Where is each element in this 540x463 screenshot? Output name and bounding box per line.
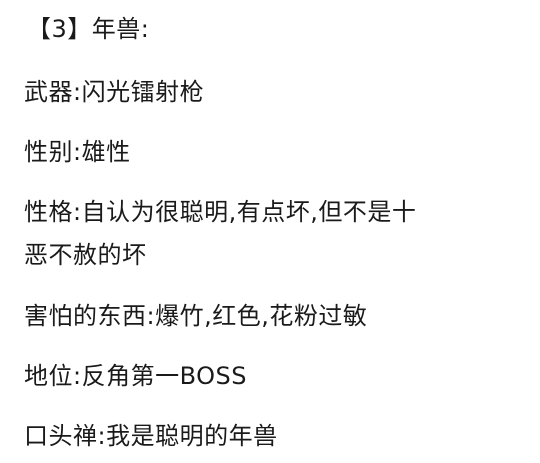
- personality-line-continued: 恶不赦的坏: [24, 241, 147, 269]
- fears-line: 害怕的东西:爆竹,红色,花粉过敏: [24, 302, 368, 330]
- status-line: 地位:反角第一BOSS: [24, 362, 247, 390]
- gender-line: 性别:雄性: [24, 138, 131, 166]
- personality-line: 性格:自认为很聪明,有点坏,但不是十: [24, 198, 417, 226]
- weapon-line: 武器:闪光镭射枪: [24, 78, 205, 106]
- profile-title: 【3】年兽:: [27, 15, 150, 43]
- catchphrase-line: 口头禅:我是聪明的年兽: [24, 422, 278, 450]
